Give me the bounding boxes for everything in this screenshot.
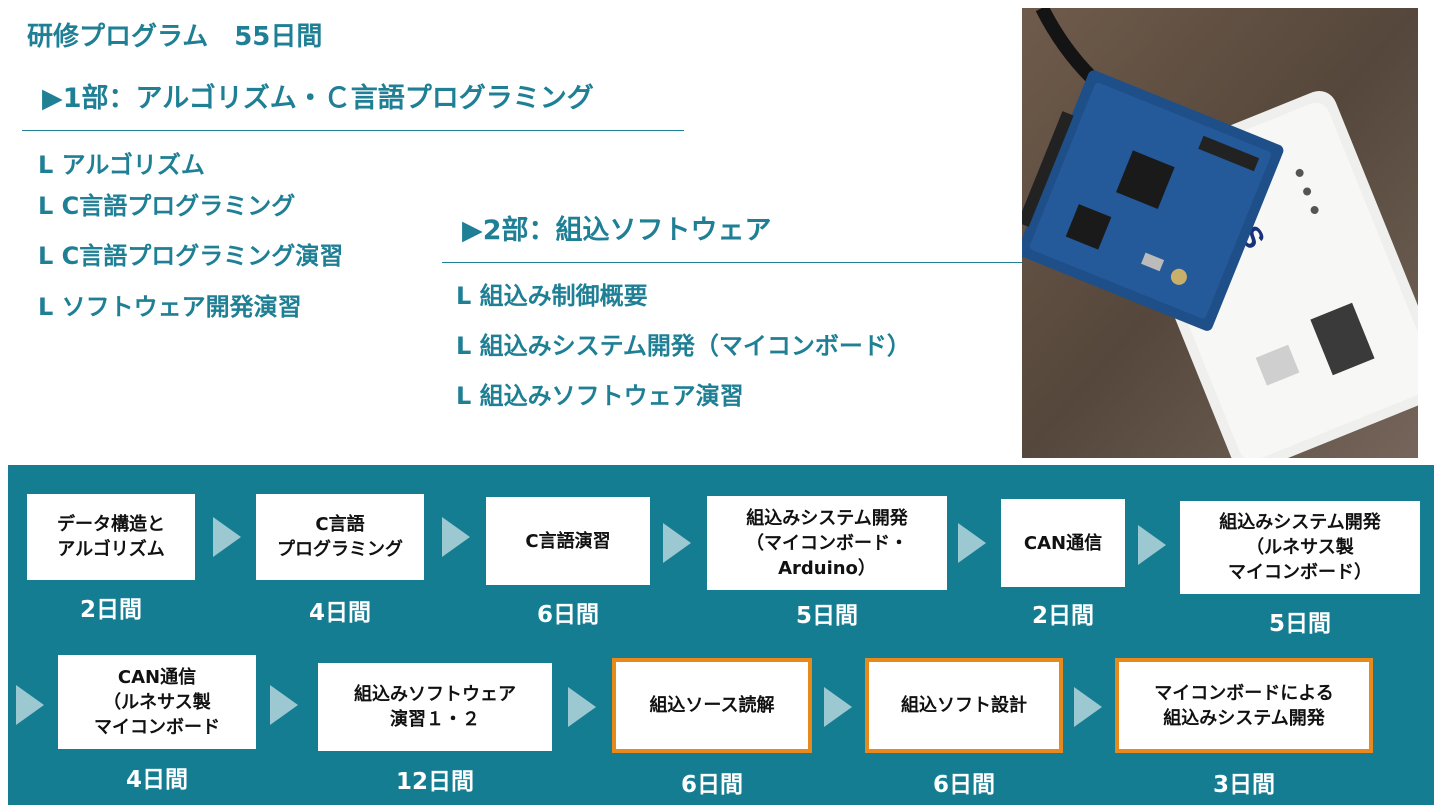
course-label: 組込みソフトウェア 演習１・２: [354, 684, 516, 730]
course-box: 組込みソフトウェア 演習１・２: [318, 663, 552, 751]
part1-item: L アルゴリズム: [38, 151, 205, 179]
course-label: 組込ソフト設計: [901, 695, 1027, 716]
chevron-right-icon: [1074, 687, 1102, 727]
chevron-right-icon: [1138, 525, 1166, 565]
part2-item: L 組込みソフトウェア演習: [456, 382, 744, 410]
course-label: データ構造と アルゴリズム: [57, 514, 165, 560]
course-box: CAN通信: [1001, 499, 1125, 587]
chevron-right-icon: [442, 517, 470, 557]
chevron-right-icon: [16, 685, 44, 725]
course-box-highlighted: 組込ソース読解: [612, 658, 812, 753]
course-box-highlighted: マイコンボードによる 組込みシステム開発: [1115, 658, 1373, 753]
chevron-right-icon: [568, 687, 596, 727]
course-box-highlighted: 組込ソフト設計: [865, 658, 1063, 753]
course-box: データ構造と アルゴリズム: [27, 494, 195, 580]
chevron-right-icon: [824, 687, 852, 727]
course-days: 6日間: [536, 602, 599, 628]
part1-heading: ▶1部：アルゴリズム・Ｃ言語プログラミング: [42, 83, 594, 114]
schedule-banner: データ構造と アルゴリズム 2日間 C言語 プログラミング 4日間 C言語演習 …: [8, 465, 1434, 805]
course-days: 2日間: [1031, 603, 1094, 629]
part2-heading: ▶2部：組込ソフトウェア: [462, 215, 772, 246]
course-days: 4日間: [308, 600, 371, 626]
course-days: 5日間: [795, 603, 858, 629]
course-label: 組込みシステム開発 （マイコンボード・ Arduino）: [746, 507, 908, 579]
course-label: 組込みシステム開発 （ルネサス製 マイコンボード）: [1219, 512, 1381, 583]
part2-divider: [442, 262, 1022, 263]
part1-item: L C言語プログラミング: [38, 192, 296, 220]
course-days: 6日間: [932, 772, 995, 798]
course-days: 6日間: [680, 772, 743, 798]
part1-divider: [22, 130, 684, 131]
course-label: CAN通信 （ルネサス製 マイコンボード: [94, 666, 220, 738]
course-label: 組込ソース読解: [649, 695, 775, 716]
course-box: C言語演習: [486, 497, 650, 585]
chevron-right-icon: [270, 685, 298, 725]
microcontroller-board-image: RENESAS: [1022, 8, 1418, 458]
course-days: 3日間: [1212, 772, 1275, 798]
chevron-right-icon: [958, 523, 986, 563]
course-days: 2日間: [79, 597, 142, 623]
part2-item: L 組込みシステム開発（マイコンボード）: [456, 332, 911, 360]
course-days: 5日間: [1268, 611, 1331, 637]
chevron-right-icon: [213, 517, 241, 557]
course-box: C言語 プログラミング: [256, 494, 424, 580]
course-label: C言語演習: [525, 530, 611, 552]
part1-item: L C言語プログラミング演習: [38, 242, 344, 270]
board-photo: RENESAS: [1022, 8, 1418, 458]
course-label: マイコンボードによる 組込みシステム開発: [1154, 682, 1334, 729]
course-label: C言語 プログラミング: [277, 514, 403, 560]
part1-item: L ソフトウェア開発演習: [38, 293, 302, 321]
course-box: 組込みシステム開発 （ルネサス製 マイコンボード）: [1180, 501, 1420, 594]
program-title: 研修プログラム 55日間: [27, 22, 323, 52]
course-box: 組込みシステム開発 （マイコンボード・ Arduino）: [707, 496, 947, 590]
course-days: 12日間: [395, 769, 474, 795]
course-label: CAN通信: [1023, 532, 1103, 554]
part2-item: L 組込み制御概要: [456, 282, 648, 310]
course-days: 4日間: [125, 767, 188, 793]
course-box: CAN通信 （ルネサス製 マイコンボード: [58, 655, 256, 749]
chevron-right-icon: [663, 523, 691, 563]
